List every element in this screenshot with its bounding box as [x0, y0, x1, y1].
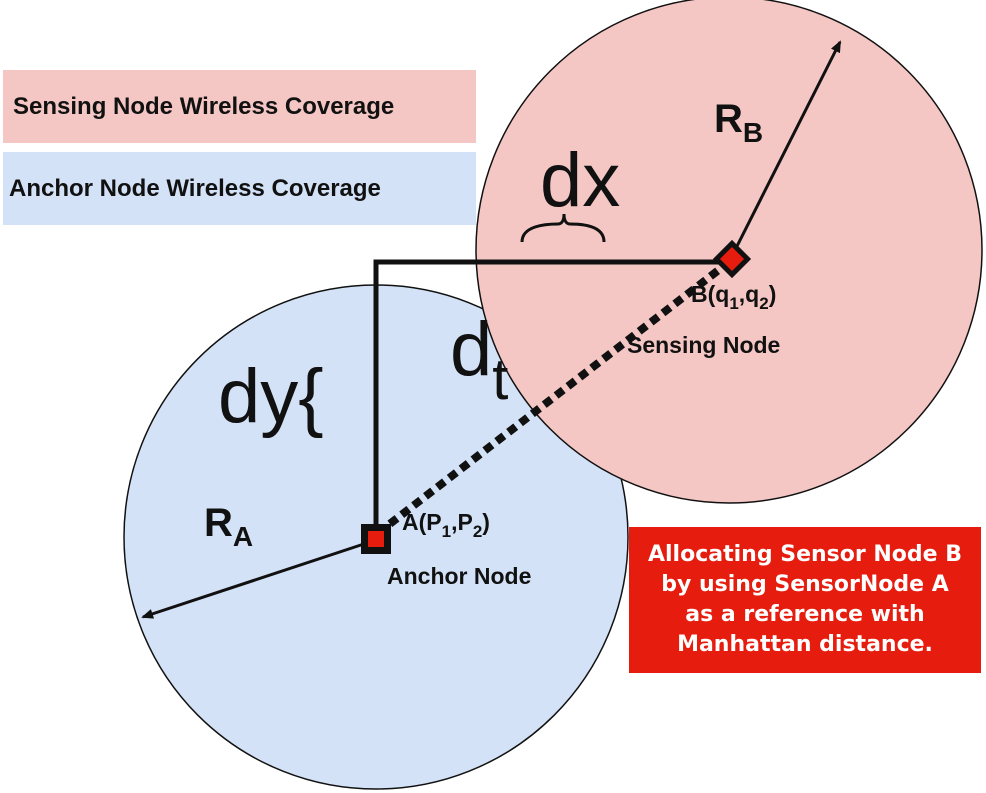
dx-brace [520, 213, 606, 243]
manhattan-note-text: Allocating Sensor Node B by using Sensor… [647, 542, 962, 657]
radius-b-subscript: B [743, 117, 763, 148]
manhattan-note: Allocating Sensor Node B by using Sensor… [629, 527, 981, 673]
legend-anchor-label: Anchor Node Wireless Coverage [9, 174, 381, 202]
sensing-node-marker [712, 239, 752, 279]
manhattan-path [373, 259, 729, 533]
radius-a-arrow [141, 538, 377, 619]
dy-label: dy{ [218, 354, 324, 439]
anchor-node-coord: A(P1,P2) [402, 509, 490, 541]
legend-sensing-coverage: Sensing Node Wireless Coverage [3, 70, 476, 143]
radius-a-subscript: A [233, 521, 253, 552]
anchor-node-name: Anchor Node [387, 563, 531, 589]
anchor-node-marker-core [368, 531, 384, 547]
legend-sensing-label: Sensing Node Wireless Coverage [13, 92, 395, 120]
dx-label: dx [540, 138, 620, 223]
dt-label: dt [450, 307, 508, 412]
radius-b-arrow [727, 40, 842, 263]
dt-subscript: t [492, 347, 508, 412]
legend-anchor-coverage: Anchor Node Wireless Coverage [3, 152, 476, 225]
sensing-node-coord: B(q1,q2) [691, 281, 776, 313]
sensing-node-name: Sensing Node [627, 332, 780, 358]
radius-b-label: RB [714, 97, 763, 148]
radius-a-label: RA [204, 501, 253, 552]
